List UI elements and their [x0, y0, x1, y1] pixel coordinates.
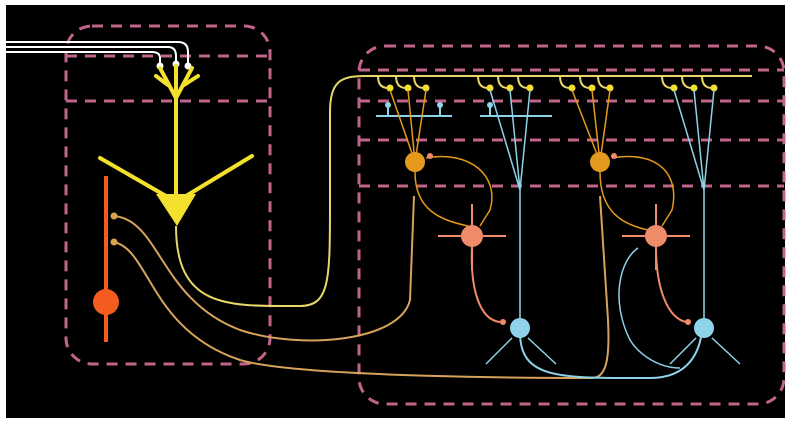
yellow-soma [156, 194, 196, 226]
salmon-neuron-1 [438, 204, 506, 322]
orange-soma [405, 152, 425, 172]
axon-tan-1 [114, 196, 414, 340]
red-soma [93, 289, 119, 315]
salmon-soma [461, 225, 483, 247]
yellow-pyramidal-neuron [100, 66, 252, 196]
axon-tan-2 [114, 196, 608, 378]
cyan-neuron-1 [486, 90, 556, 364]
axon-cyan-back [520, 330, 702, 378]
axon-yellow-output [176, 76, 752, 306]
orange-soma [590, 152, 610, 172]
red-interneuron [93, 176, 119, 342]
cyan-soma [510, 318, 530, 338]
input-axon [6, 52, 160, 66]
orange-neuron-2 [572, 90, 674, 230]
salmon-soma [645, 225, 667, 247]
input-axons [6, 42, 188, 66]
cyan-feedback [619, 248, 680, 368]
cyan-soma [694, 318, 714, 338]
salmon-neuron-2 [622, 204, 690, 322]
cyan-neuron-2 [670, 90, 740, 364]
cyan-bus [376, 106, 552, 116]
